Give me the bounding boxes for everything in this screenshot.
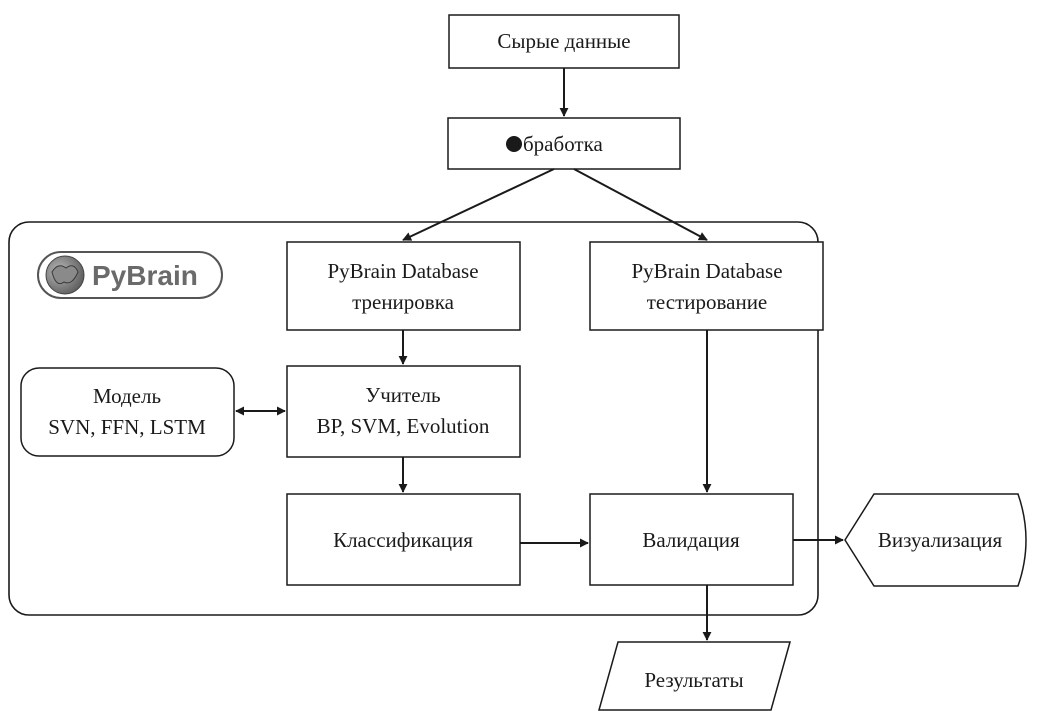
teacher-line1: Учитель [365,383,440,407]
db-train-line2: тренировка [352,290,455,314]
pybrain-logo-text: PyBrain [92,260,198,291]
visualization-node: Визуализация [844,493,1027,587]
processing-label: бработка [523,132,603,156]
results-label: Результаты [644,668,743,692]
model-line2: SVN, FFN, LSTM [48,415,206,439]
db-train-node: PyBrain Database тренировка [286,241,521,331]
db-test-node: PyBrain Database тестирование [589,241,824,331]
teacher-line2: BP, SVM, Evolution [317,414,490,438]
db-test-line2: тестирование [647,290,768,314]
model-node: Модель SVN, FFN, LSTM [20,367,235,457]
raw-data-label: Сырые данные [497,29,630,53]
connectors [235,68,844,641]
raw-data-node: Сырые данные [448,14,680,69]
db-train-line1: PyBrain Database [327,259,478,283]
processing-node: бработка [447,117,681,170]
teacher-node: Учитель BP, SVM, Evolution [286,365,521,458]
classification-node: Классификация [286,493,521,586]
validation-label: Валидация [642,528,740,552]
arrow-processing-to-test [573,168,708,241]
classification-label: Классификация [333,528,473,552]
bullet-icon [506,136,522,152]
pybrain-container [8,221,819,616]
validation-node: Валидация [589,493,794,586]
model-line1: Модель [93,384,161,408]
results-node: Результаты [598,641,791,711]
visualization-label: Визуализация [878,528,1003,552]
pybrain-logo: PyBrain [37,251,223,299]
db-test-line1: PyBrain Database [631,259,782,283]
arrow-processing-to-train [402,168,555,241]
